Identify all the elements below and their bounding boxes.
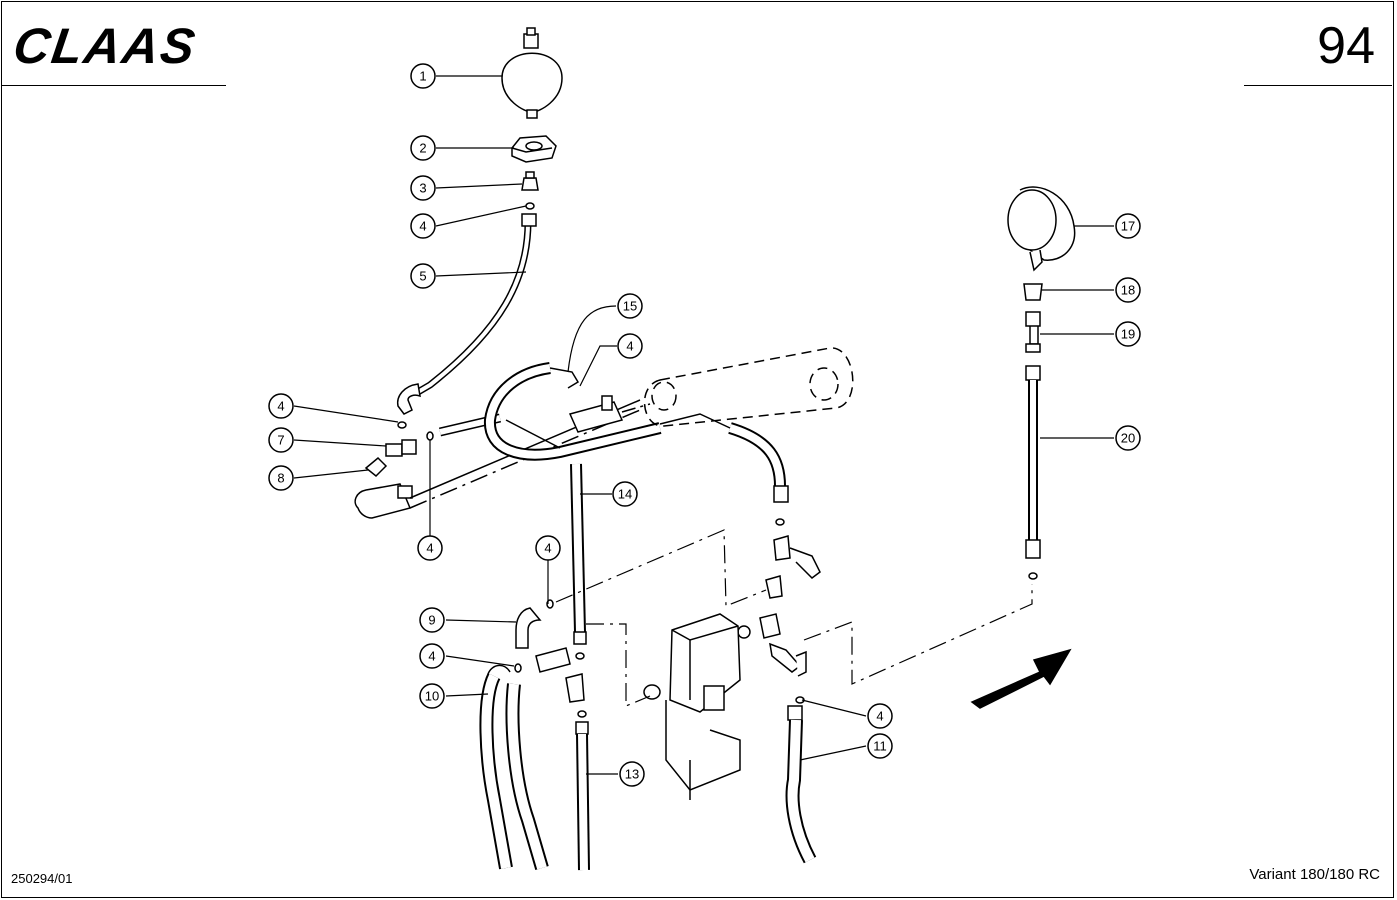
valve-body-top [568, 395, 651, 433]
page-number: 94 [1317, 17, 1375, 75]
o-ring-top [525, 202, 535, 210]
valve-block [643, 613, 741, 800]
fitting-part-18 [1023, 283, 1043, 301]
callout-c7: 7 [268, 427, 294, 453]
callout-c13: 13 [619, 761, 645, 787]
callout-label: 18 [1121, 283, 1135, 298]
nut-part-2 [511, 135, 557, 163]
callout-c4a: 4 [410, 213, 436, 239]
callout-label: 9 [428, 613, 435, 628]
callout-label: 5 [419, 269, 426, 284]
callout-label: 4 [426, 541, 433, 556]
gauge-part-17 [1007, 186, 1076, 272]
hose-part-14 [570, 463, 587, 645]
leader-lines [293, 75, 1114, 775]
fitting-part-7 [385, 439, 417, 457]
callout-c4d: 4 [417, 535, 443, 561]
callout-label: 17 [1121, 219, 1135, 234]
callout-label: 4 [428, 649, 435, 664]
callout-label: 19 [1121, 327, 1135, 342]
model-designation: Variant 180/180 RC [1249, 866, 1380, 883]
header-rule-left [2, 85, 226, 86]
hose-part-20 [1025, 365, 1041, 580]
hose-part-10 [479, 663, 549, 870]
callout-label: 4 [876, 709, 883, 724]
callout-c2: 2 [410, 135, 436, 161]
callout-c8: 8 [268, 465, 294, 491]
callout-label: 15 [623, 299, 637, 314]
callout-c10: 10 [419, 683, 445, 709]
callout-c1: 1 [410, 63, 436, 89]
header-rule-right [1244, 85, 1392, 86]
o-ring-left-2 [397, 421, 407, 429]
hose-right-upper [659, 413, 789, 503]
tee-fitting [535, 647, 585, 703]
callout-c19: 19 [1115, 321, 1141, 347]
callout-c15: 15 [617, 293, 643, 319]
callout-label: 4 [544, 541, 551, 556]
callout-label: 1 [419, 69, 426, 84]
callout-c17: 17 [1115, 213, 1141, 239]
lever-arm-dashed [643, 347, 854, 427]
callout-label: 4 [626, 339, 633, 354]
document-code: 250294/01 [11, 871, 73, 886]
callout-label: 4 [277, 399, 284, 414]
hose-part-11 [785, 696, 817, 864]
hose-part-5 [396, 213, 537, 415]
elbow-part-8 [364, 456, 388, 478]
callout-c3: 3 [410, 175, 436, 201]
callout-c5: 5 [410, 263, 436, 289]
callout-label: 11 [873, 739, 887, 754]
callout-c4g: 4 [867, 703, 893, 729]
callout-label: 7 [277, 433, 284, 448]
callout-c4e: 4 [535, 535, 561, 561]
callout-c20: 20 [1115, 425, 1141, 451]
fitting-part-3 [521, 171, 539, 191]
callout-label: 20 [1121, 431, 1135, 446]
callout-label: 14 [618, 487, 632, 502]
callout-c9: 9 [419, 607, 445, 633]
callout-label: 2 [419, 141, 426, 156]
callout-label: 3 [419, 181, 426, 196]
callout-c4c: 4 [268, 393, 294, 419]
accumulator-part-1 [501, 27, 563, 119]
fitting-part-19 [1025, 311, 1041, 353]
fittings-right-cluster [737, 518, 821, 677]
callout-c18: 18 [1115, 277, 1141, 303]
callout-c11: 11 [867, 733, 893, 759]
routing-lines [555, 529, 1033, 707]
callout-label: 13 [625, 767, 639, 782]
callout-label: 8 [277, 471, 284, 486]
callout-label: 10 [425, 689, 439, 704]
elbow-part-9 [515, 599, 554, 649]
callout-c4f: 4 [419, 643, 445, 669]
callout-c14: 14 [612, 481, 638, 507]
hose-part-13 [575, 710, 590, 871]
o-ring-left [426, 431, 434, 441]
pipe-part-15 [483, 362, 662, 461]
direction-arrow [970, 648, 1072, 709]
callout-label: 4 [419, 219, 426, 234]
callout-c4b: 4 [617, 333, 643, 359]
